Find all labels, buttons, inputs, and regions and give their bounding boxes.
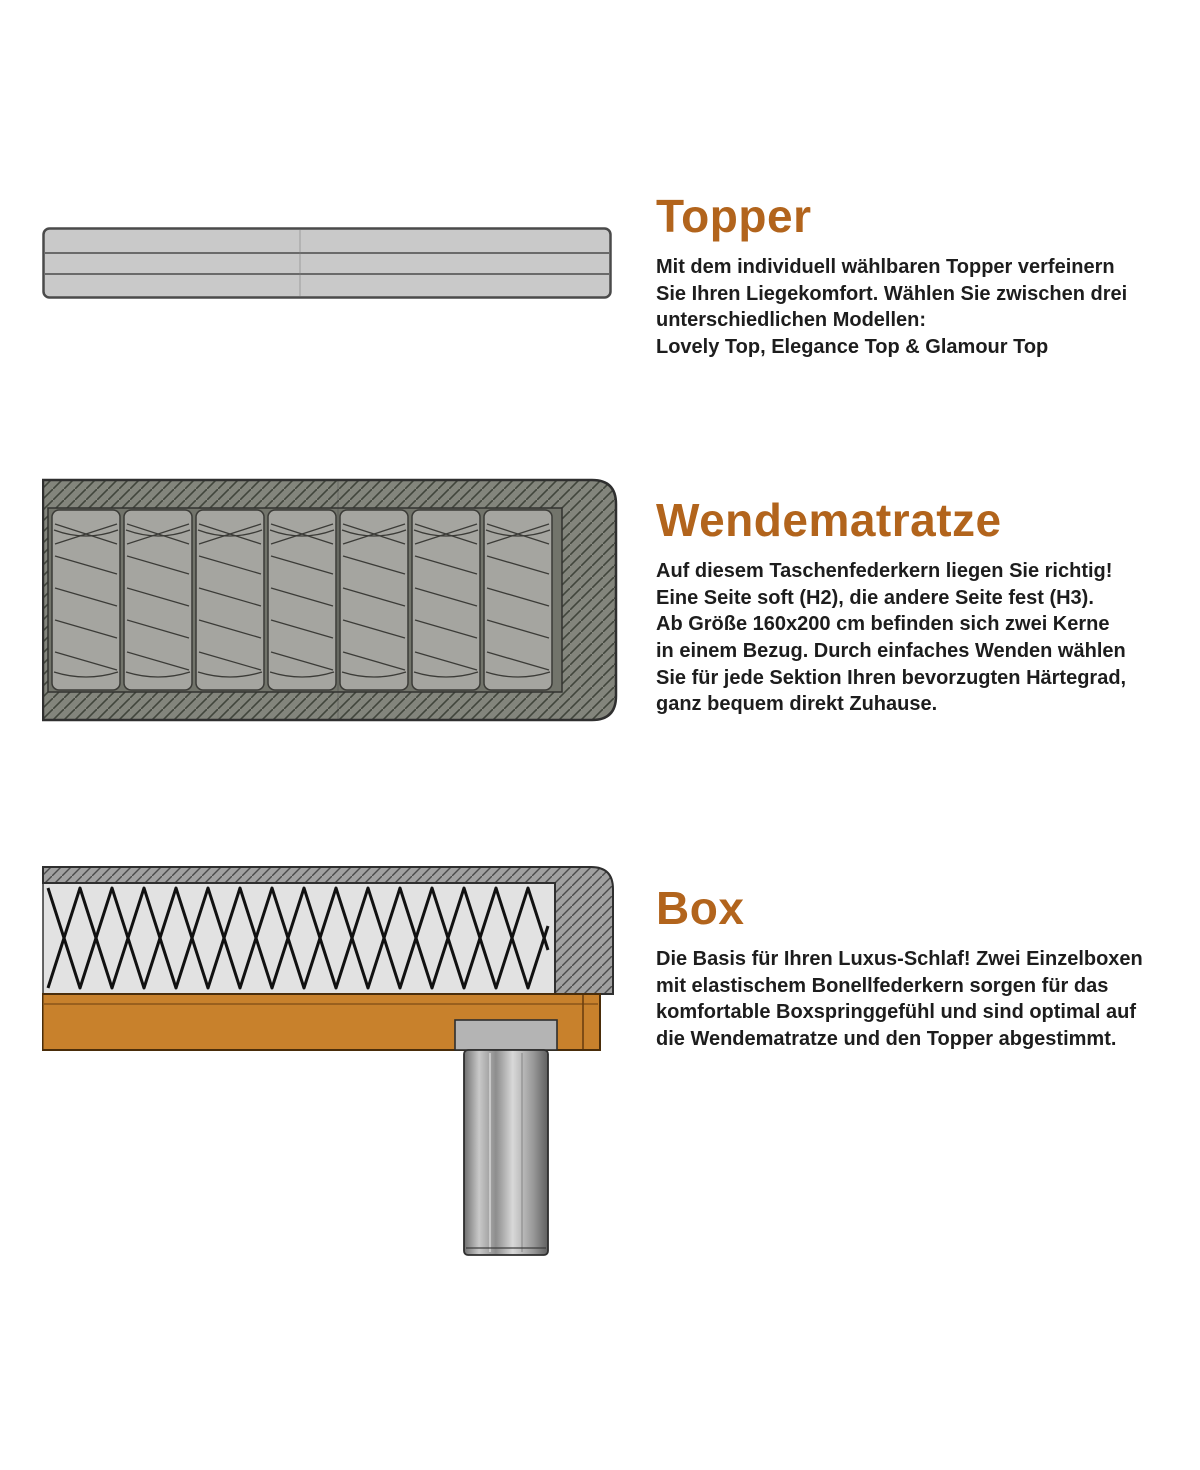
topper-diagram xyxy=(42,227,612,299)
topper-text-block: Topper Mit dem individuell wählbaren Top… xyxy=(656,192,1186,361)
bed-leg-mounting-plate xyxy=(454,1019,558,1051)
mattress-description: Auf diesem Taschenfederkern liegen Sie r… xyxy=(656,560,1127,716)
mattress-diagram xyxy=(42,478,618,722)
mattress-text-block: Wendematratze Auf diesem Taschenfederker… xyxy=(656,496,1186,718)
bed-leg-cylinder xyxy=(463,1049,549,1256)
topper-heading: Topper xyxy=(656,190,812,242)
pocket-spring xyxy=(411,509,481,691)
pocket-spring xyxy=(483,509,553,691)
pocket-spring xyxy=(339,509,409,691)
bonell-spring-zigzag xyxy=(46,886,550,990)
mattress-cross-section xyxy=(42,478,618,722)
topper-cross-section xyxy=(42,227,612,299)
topper-description: Mit dem individuell wählbaren Topper ver… xyxy=(656,256,1128,359)
box-diagram xyxy=(42,866,618,1258)
pocket-spring xyxy=(51,509,121,691)
box-heading: Box xyxy=(656,882,745,934)
box-text-block: Box Die Basis für Ihren Luxus-Schlaf! Zw… xyxy=(656,884,1186,1053)
box-description: Die Basis für Ihren Luxus-Schlaf! Zwei E… xyxy=(656,948,1143,1051)
mattress-heading: Wendematratze xyxy=(656,494,1002,546)
topper-slab xyxy=(42,227,612,299)
pocket-spring xyxy=(123,509,193,691)
pocket-spring xyxy=(195,509,265,691)
box-cover-hatched-frame xyxy=(42,866,614,995)
bonell-spring-zigzag xyxy=(46,886,550,990)
box-cross-section xyxy=(42,866,614,1256)
pocket-spring xyxy=(267,509,337,691)
